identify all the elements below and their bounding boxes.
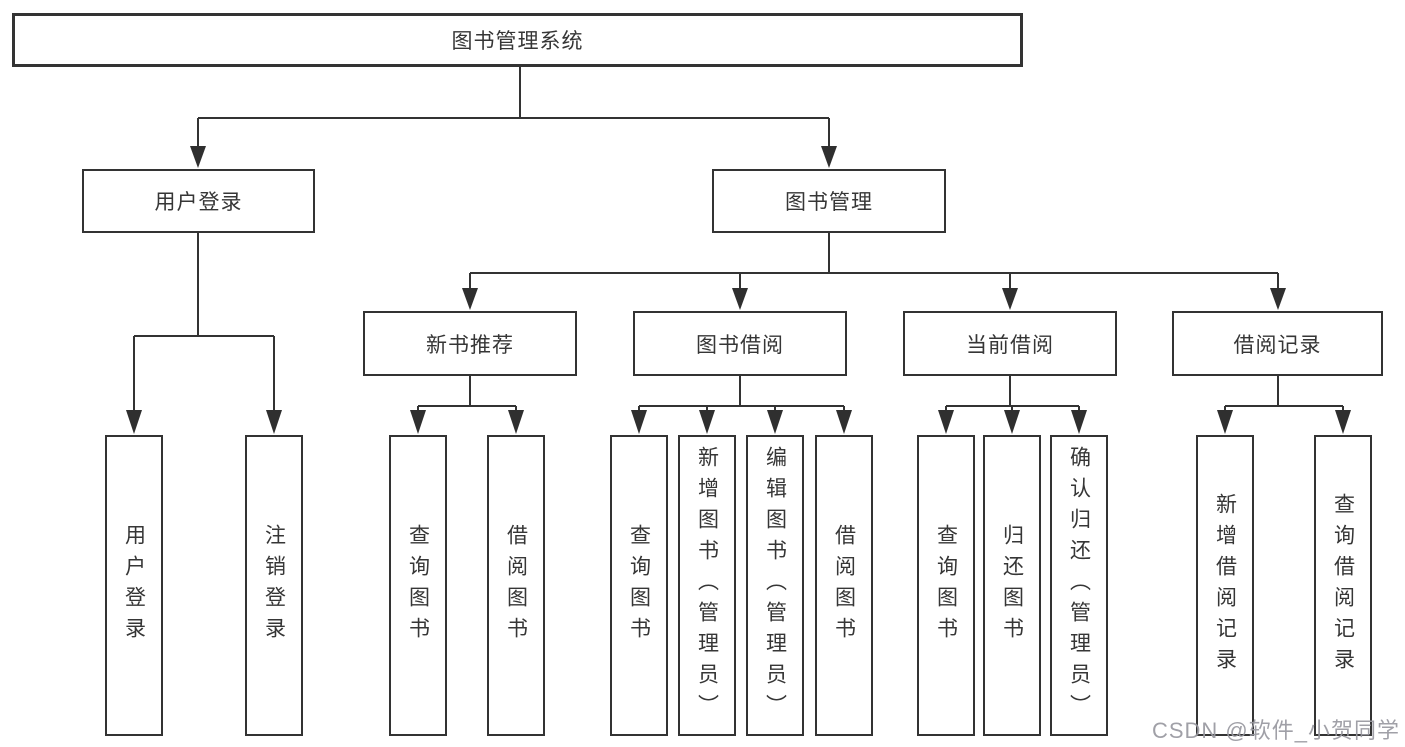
node-label: 图书借阅	[696, 333, 784, 357]
node-label: 归还图书	[1000, 523, 1024, 648]
leaf-query-books-recommend: 查询图书	[389, 435, 447, 736]
leaf-logout: 注销登录	[245, 435, 303, 736]
node-label: 借阅图书	[504, 523, 528, 648]
node-label: 查询图书	[406, 523, 430, 648]
leaf-user-login: 用户登录	[105, 435, 163, 736]
node-label: 图书管理系统	[451, 30, 584, 53]
leaf-edit-book-admin: 编辑图书（管理员）	[746, 435, 804, 736]
node-label: 新书推荐	[426, 333, 514, 357]
node-label: 注销登录	[262, 523, 286, 648]
leaf-borrow-books: 借阅图书	[815, 435, 873, 736]
node-label: 用户登录	[154, 191, 243, 214]
node-label: 用户登录	[122, 523, 146, 648]
node-user-login-branch: 用户登录	[82, 169, 315, 233]
leaf-query-books-borrow: 查询图书	[610, 435, 668, 736]
node-label: 编辑图书（管理员）	[763, 446, 787, 725]
node-label: 图书管理	[785, 191, 873, 214]
node-new-book-recommendation: 新书推荐	[363, 311, 577, 376]
node-label: 查询借阅记录	[1331, 492, 1355, 679]
node-library-management-system: 图书管理系统	[12, 13, 1023, 67]
node-label: 新增借阅记录	[1213, 492, 1237, 679]
node-borrowing-records: 借阅记录	[1172, 311, 1383, 376]
node-book-borrowing: 图书借阅	[633, 311, 847, 376]
node-current-borrowing: 当前借阅	[903, 311, 1117, 376]
node-label: 查询图书	[934, 523, 958, 648]
leaf-add-borrow-record: 新增借阅记录	[1196, 435, 1254, 736]
node-label: 查询图书	[627, 523, 651, 648]
node-label: 借阅记录	[1233, 333, 1322, 357]
leaf-add-book-admin: 新增图书（管理员）	[678, 435, 736, 736]
leaf-return-book: 归还图书	[983, 435, 1041, 736]
node-book-management-branch: 图书管理	[712, 169, 946, 233]
leaf-borrow-books-recommend: 借阅图书	[487, 435, 545, 736]
node-label: 借阅图书	[832, 523, 856, 648]
leaf-confirm-return-admin: 确认归还（管理员）	[1050, 435, 1108, 736]
node-label: 当前借阅	[966, 333, 1054, 357]
node-label: 新增图书（管理员）	[695, 446, 719, 725]
leaf-query-books-current: 查询图书	[917, 435, 975, 736]
leaf-query-borrow-record: 查询借阅记录	[1314, 435, 1372, 736]
node-label: 确认归还（管理员）	[1067, 446, 1091, 725]
csdn-watermark: CSDN @软件_小贺同学	[1151, 718, 1400, 743]
